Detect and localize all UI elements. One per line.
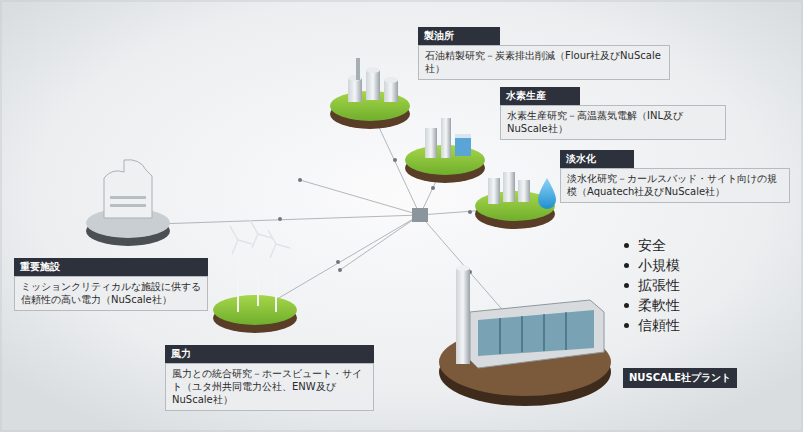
bullet-item: 拡張性 bbox=[622, 276, 680, 294]
bullet-item: 安全 bbox=[622, 236, 666, 254]
critical-facility-island bbox=[86, 160, 170, 246]
callout-body: 水素生産研究－高温蒸気電解（INL及びNuScale社） bbox=[500, 105, 726, 140]
desalination-island bbox=[475, 172, 556, 229]
callout-body: 風力との統合研究－ホースビュート・サイト（ユタ州共同電力公社、ENW及びNuSc… bbox=[165, 363, 374, 411]
refinery-island bbox=[330, 58, 410, 129]
application-callout: 水素生産水素生産研究－高温蒸気電解（INL及びNuScale社） bbox=[500, 87, 726, 140]
plant-label: NUSCALE社プラント bbox=[623, 368, 737, 388]
application-callout: 風力風力との統合研究－ホースビュート・サイト（ユタ州共同電力公社、ENW及びNu… bbox=[165, 345, 374, 411]
application-callout: 重要施設ミッションクリティカルな施設に供する信頼性の高い電力（NuScale社） bbox=[14, 258, 208, 311]
callout-heading: 水素生産 bbox=[500, 87, 580, 105]
hydrogen-island bbox=[405, 118, 485, 183]
bullet-item: 柔軟性 bbox=[622, 296, 680, 314]
callout-body: 淡水化研究－カールスバッド・サイト向けの規模（Aquatech社及びNuScal… bbox=[560, 168, 790, 203]
bullet-item: 信頼性 bbox=[622, 316, 680, 334]
application-callout: 製油所石油精製研究－炭素排出削減（Flour社及びNuScale社） bbox=[418, 27, 670, 80]
callout-heading: 製油所 bbox=[418, 27, 500, 45]
plant-label-box: NUSCALE社プラント bbox=[623, 368, 737, 388]
callout-heading: 重要施設 bbox=[14, 258, 208, 276]
bullet-item: 小規模 bbox=[622, 256, 680, 274]
application-callout: 淡水化淡水化研究－カールスバッド・サイト向けの規模（Aquatech社及びNuS… bbox=[560, 150, 790, 203]
callout-heading: 風力 bbox=[165, 345, 374, 363]
nuscale-plant-illustration bbox=[439, 265, 611, 406]
wind-island bbox=[213, 220, 297, 333]
callout-body: 石油精製研究－炭素排出削減（Flour社及びNuScale社） bbox=[418, 45, 670, 80]
callout-heading: 淡水化 bbox=[560, 150, 634, 168]
callout-body: ミッションクリティカルな施設に供する信頼性の高い電力（NuScale社） bbox=[14, 276, 208, 311]
